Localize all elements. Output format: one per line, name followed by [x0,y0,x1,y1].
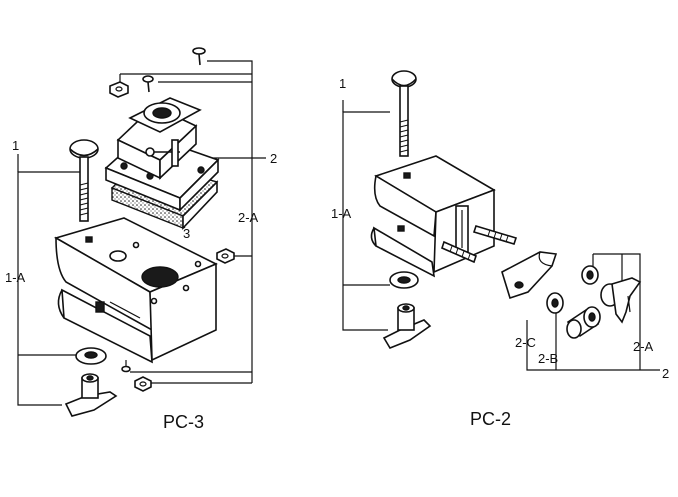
spacer-sleeve-part [566,306,601,339]
u-bracket-part [370,155,518,278]
washer-part [75,347,107,365]
small-screw-part [142,75,154,93]
carriage-bolt-part [69,139,99,222]
callout-1a: 1-A [5,270,26,285]
callout-1: 1 [339,76,346,91]
clamp-block-part [104,97,220,231]
callout-2a: 2-A [238,210,259,225]
clamp-jaw-part [501,251,558,300]
wing-nut-part [382,303,432,349]
hex-nut-part [216,248,235,264]
washer-part [581,265,599,285]
carriage-bolt-part [391,70,417,157]
wing-nut-part [64,373,118,417]
diagram-pc3: 1 1-A 2 2-A 3 PC-3 [5,47,277,432]
hex-nut-part [109,81,129,98]
callout-2c: 2-C [515,335,536,350]
u-bracket-part [53,217,218,364]
washer-part [546,292,564,314]
diagram-title: PC-3 [163,412,204,432]
callout-2: 2 [662,366,669,381]
callout-3: 3 [183,226,190,241]
diagram-pc2: 1 1-A 2-C 2-B 2-A 2 PC-2 [331,70,669,429]
callout-2b: 2-B [538,351,558,366]
small-screw-part [121,360,131,373]
threaded-stud-part [472,225,518,245]
callout-2a: 2-A [633,339,654,354]
callout-2: 2 [270,151,277,166]
threaded-stud-part [441,240,477,264]
small-screw-part [192,47,206,66]
pc2-leader-lines [342,100,660,371]
hex-nut-part [134,376,152,392]
callout-1a: 1-A [331,206,352,221]
diagram-title: PC-2 [470,409,511,429]
callout-1: 1 [12,138,19,153]
t-wing-bolt-part [600,277,642,324]
washer-part [389,271,419,289]
